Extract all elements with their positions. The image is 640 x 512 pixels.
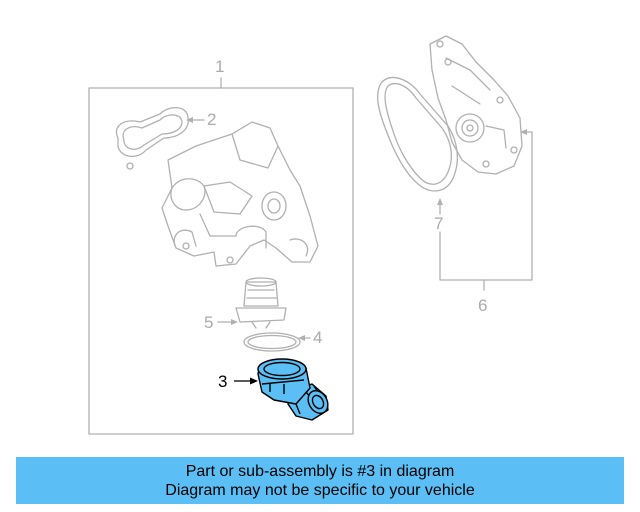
info-banner: Part or sub-assembly is #3 in diagram Di… (16, 457, 624, 504)
callout-label-2: 2 (207, 110, 217, 129)
thermostat-part-5 (235, 277, 287, 329)
callout-label-1: 1 (215, 57, 225, 76)
callout-label-3: 3 (218, 372, 228, 391)
callout-arrow-3 (250, 377, 258, 385)
callout-label-4: 4 (313, 328, 323, 347)
callout-arrow-6 (520, 129, 527, 135)
callout-arrow-7 (437, 198, 443, 205)
water-pump-part-6 (429, 35, 523, 175)
callout-bracket-6 (439, 131, 533, 281)
o-ring-part-4 (243, 332, 301, 352)
gasket-part-2 (115, 107, 189, 170)
banner-line-2: Diagram may not be specific to your vehi… (165, 481, 475, 499)
callout-arrow-5 (231, 319, 238, 325)
thermostat-housing-part-3 (257, 358, 329, 421)
callout-arrow-4 (298, 335, 305, 341)
callout-label-6: 6 (478, 296, 488, 315)
pump-gasket-part-7 (376, 77, 459, 192)
banner-line-1: Part or sub-assembly is #3 in diagram (185, 462, 455, 480)
callout-label-7: 7 (434, 214, 444, 233)
water-outlet-housing-part-1 (161, 121, 319, 267)
callout-arrow-2 (186, 117, 193, 123)
callout-label-5: 5 (204, 313, 214, 332)
